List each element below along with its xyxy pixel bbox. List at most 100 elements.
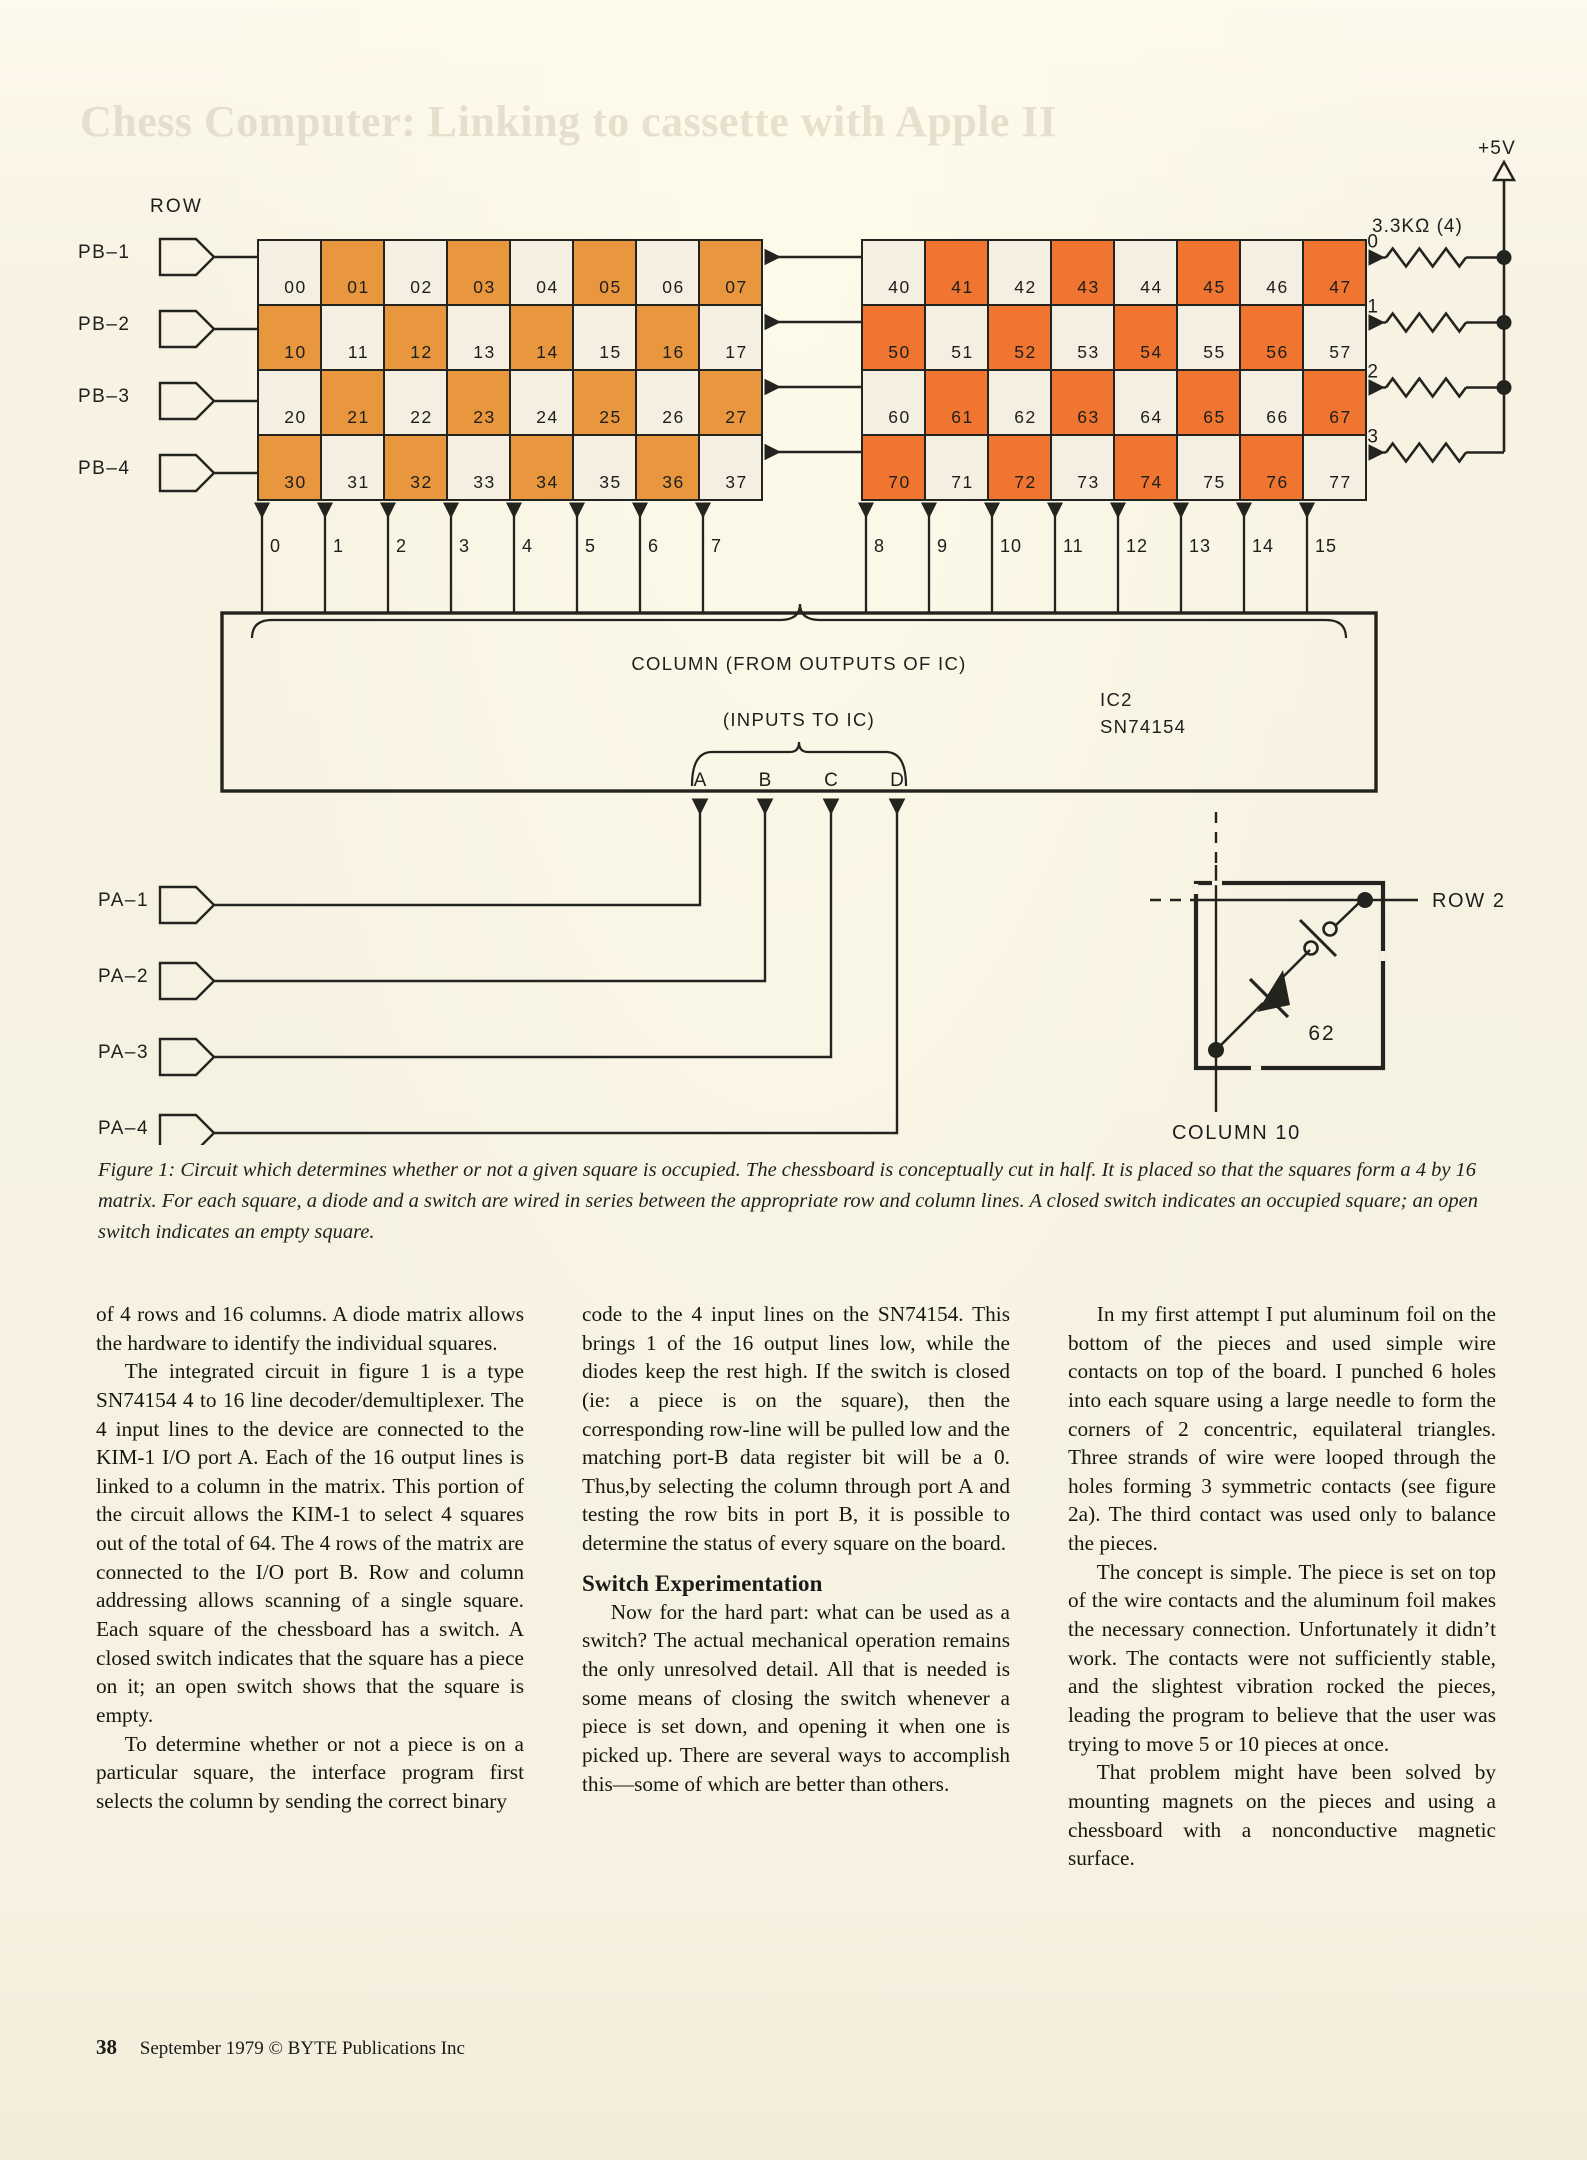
body-column-1: of 4 rows and 16 columns. A diode matrix… <box>96 1300 524 1980</box>
square-label-47: 47 <box>1329 277 1351 297</box>
square-cell-62 <box>987 369 1052 436</box>
figure-caption: Figure 1: Circuit which determines wheth… <box>98 1159 1478 1244</box>
square-cell-70 <box>861 434 926 501</box>
col3-paragraph-1: In my first attempt I put aluminum foil … <box>1068 1302 1496 1556</box>
square-label-12: 12 <box>410 342 432 362</box>
square-label-26: 26 <box>662 407 684 427</box>
square-cell-00 <box>257 239 322 306</box>
square-cell-35 <box>572 434 637 501</box>
square-cell-64 <box>1113 369 1178 436</box>
square-label-42: 42 <box>1014 277 1036 297</box>
ic2-package: COLUMN (FROM OUTPUTS OF IC) (INPUTS TO I… <box>220 603 1378 793</box>
square-cell-03 <box>446 239 511 306</box>
square-cell-71 <box>924 434 989 501</box>
outputs-brace-icon <box>250 603 1348 639</box>
square-label-55: 55 <box>1203 342 1225 362</box>
square-label-64: 64 <box>1140 407 1162 427</box>
ic-outputs-label: COLUMN (FROM OUTPUTS OF IC) <box>631 653 966 674</box>
diode-icon <box>1257 970 1290 1012</box>
rail-junction-icon-0 <box>1496 250 1512 265</box>
square-cell-67 <box>1302 369 1367 436</box>
square-cell-36 <box>635 434 700 501</box>
pb2-label: PB–2 <box>78 314 130 335</box>
row-node-icon <box>1357 892 1373 908</box>
square-cell-76 <box>1239 434 1304 501</box>
pa4-label: PA–4 <box>98 1118 149 1139</box>
square-label-37: 37 <box>725 472 747 492</box>
col1-paragraph-2: The integrated circuit in figure 1 is a … <box>96 1359 524 1727</box>
pa3-label: PA–3 <box>98 1042 149 1063</box>
square-cell-53 <box>1050 304 1115 371</box>
square-label-32: 32 <box>410 472 432 492</box>
square-label-22: 22 <box>410 407 432 427</box>
pa1-buffer-icon <box>158 885 216 925</box>
column-number-label-0: 0 <box>270 536 281 556</box>
detail-row-label: ROW 2 <box>1432 890 1506 912</box>
square-label-72: 72 <box>1014 472 1036 492</box>
square-label-03: 03 <box>473 277 495 297</box>
square-label-43: 43 <box>1077 277 1099 297</box>
square-cell-77 <box>1302 434 1367 501</box>
square-cell-23 <box>446 369 511 436</box>
square-label-73: 73 <box>1077 472 1099 492</box>
column-number-label-1: 1 <box>333 536 344 556</box>
square-cell-37 <box>698 434 763 501</box>
row-link-arrows <box>764 248 862 461</box>
square-label-10: 10 <box>284 342 306 362</box>
square-cell-17 <box>698 304 763 371</box>
square-cell-75 <box>1176 434 1241 501</box>
resistor-icon-3 <box>1384 441 1468 464</box>
square-label-44: 44 <box>1140 277 1162 297</box>
square-cell-04 <box>509 239 574 306</box>
pa4-buffer-icon <box>158 1113 216 1145</box>
square-cell-05 <box>572 239 637 306</box>
column-number-label-14: 14 <box>1252 536 1274 556</box>
square-label-30: 30 <box>284 472 306 492</box>
figure-svg: ROW +5V 3.3KΩ (4) PB–1 PB–2 PB–3 PB–4 <box>78 138 1517 1145</box>
square-label-21: 21 <box>347 407 369 427</box>
pullup-index-label-3: 3 <box>1367 427 1378 448</box>
pa2-buffer-icon <box>158 961 216 1001</box>
col2-paragraph-1: code to the 4 input lines on the SN74154… <box>582 1302 1010 1556</box>
pb1-label: PB–1 <box>78 242 130 263</box>
square-label-11: 11 <box>348 342 369 362</box>
square-label-01: 01 <box>347 277 369 297</box>
column-number-label-7: 7 <box>711 536 722 556</box>
ic-pin-a: A <box>694 770 707 791</box>
square-label-23: 23 <box>473 407 495 427</box>
resistor-icon-1 <box>1384 311 1468 334</box>
pb3-label: PB–3 <box>78 386 130 407</box>
ic-pin-c: C <box>824 770 838 791</box>
col3-paragraph-3: That problem might have been solved by m… <box>1068 1760 1496 1871</box>
column-number-label-15: 15 <box>1315 536 1337 556</box>
pa2-label: PA–2 <box>98 966 149 987</box>
square-label-61: 61 <box>951 407 973 427</box>
square-label-65: 65 <box>1203 407 1225 427</box>
square-cell-43 <box>1050 239 1115 306</box>
col2-paragraph-2: Now for the hard part: what can be used … <box>582 1599 1010 1796</box>
ic-ref-label: IC2 <box>1100 689 1133 710</box>
port-b-buffers: PB–1 PB–2 PB–3 PB–4 <box>78 237 258 493</box>
square-cell-20 <box>257 369 322 436</box>
square-cell-16 <box>635 304 700 371</box>
square-cell-50 <box>861 304 926 371</box>
square-label-57: 57 <box>1329 342 1351 362</box>
column-number-label-11: 11 <box>1063 536 1084 556</box>
square-cell-26 <box>635 369 700 436</box>
square-label-51: 51 <box>951 342 973 362</box>
ic-pin-d: D <box>890 770 904 791</box>
square-cell-42 <box>987 239 1052 306</box>
pb4-label: PB–4 <box>78 458 130 479</box>
square-label-53: 53 <box>1077 342 1099 362</box>
square-cell-07 <box>698 239 763 306</box>
supply-arrow-icon <box>1491 159 1517 182</box>
section-heading-switch-experimentation: Switch Experimentation <box>582 1570 823 1596</box>
square-label-13: 13 <box>473 342 495 362</box>
square-detail-diagram: ROW 2 62 COLUMN 10 <box>1150 812 1506 1144</box>
square-label-35: 35 <box>599 472 621 492</box>
resistor-icon-2 <box>1384 376 1468 399</box>
pb1-buffer-icon <box>158 237 216 277</box>
article-body: of 4 rows and 16 columns. A diode matrix… <box>96 1300 1496 1980</box>
